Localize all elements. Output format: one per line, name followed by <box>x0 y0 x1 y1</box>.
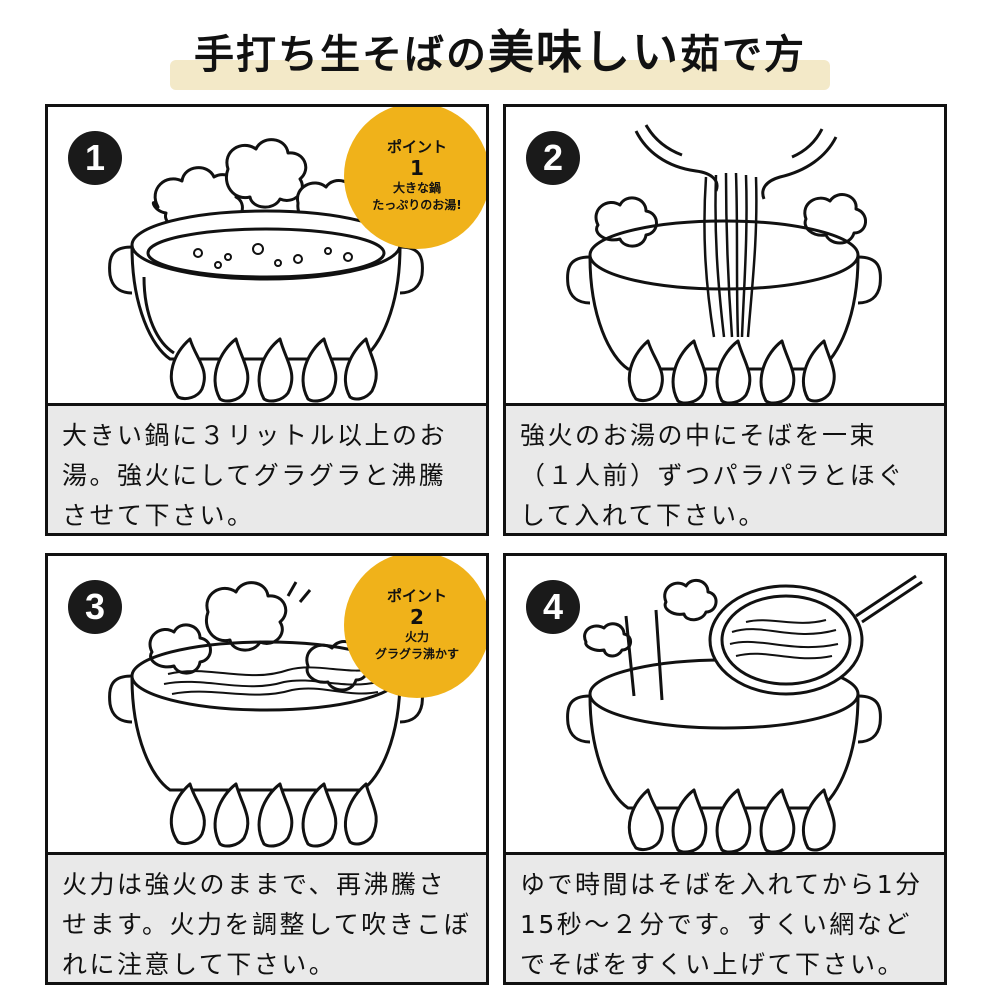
step-caption-box: 大きい鍋に３リットル以上のお湯。強火にしてグラグラと沸騰させて下さい。 <box>48 403 486 533</box>
step-panel-1: 1 ポイント 1 大きな鍋 たっぷりのお湯! 大きい鍋に３リットル以上のお湯。強… <box>45 104 489 536</box>
title-part-2: 美味しい <box>488 25 680 79</box>
point-text-line-1: 大きな鍋 <box>392 181 441 195</box>
strainer-scooping-soba-icon <box>506 556 944 854</box>
point-badge: ポイント 1 大きな鍋 たっぷりのお湯! <box>344 107 486 249</box>
hands-adding-soba-icon <box>506 107 944 405</box>
point-text-line-2: たっぷりのお湯! <box>372 198 462 212</box>
point-label: ポイント <box>386 587 447 605</box>
title-part-3: 茹で方 <box>680 32 806 78</box>
point-label: ポイント <box>386 138 447 156</box>
step-number-badge: 2 <box>526 131 580 185</box>
pot-boiling-water-icon <box>48 107 486 403</box>
step-panel-2: 2 強火のお湯の中にそばを一束（１人前）ずつパラパラとほぐして入れて下さい。 <box>503 104 947 536</box>
soba-boiling-pot-icon <box>48 556 486 852</box>
title-part-1: 手打ち生そばの <box>194 32 488 78</box>
step-caption: ゆで時間はそばを入れてから1分15秒～２分です。すくい網などでそばをすくい上げて… <box>520 870 923 979</box>
point-number: 2 <box>410 605 424 629</box>
step-number-badge: 3 <box>68 580 122 634</box>
step-panel-4: 4 ゆで時間はそばを入れてから1分15秒～２分です。すくい網などでそばをすくい上… <box>503 553 947 985</box>
point-text-line-2: グラグラ沸かす <box>374 647 459 661</box>
step-caption: 強火のお湯の中にそばを一束（１人前）ずつパラパラとほぐして入れて下さい。 <box>520 421 905 530</box>
title-area: 手打ち生そばの美味しい茹で方 <box>0 14 1000 90</box>
point-number: 1 <box>410 156 424 180</box>
step-panel-3: 3 ポイント 2 火力 グラグラ沸かす 火力は強火のままで、再沸騰させます。火力… <box>45 553 489 985</box>
step-caption-box: 強火のお湯の中にそばを一束（１人前）ずつパラパラとほぐして入れて下さい。 <box>506 403 944 533</box>
point-text-line-1: 火力 <box>404 630 429 644</box>
point-badge: ポイント 2 火力 グラグラ沸かす <box>344 556 486 698</box>
page-title: 手打ち生そばの美味しい茹で方 <box>194 16 806 82</box>
step-caption-box: ゆで時間はそばを入れてから1分15秒～２分です。すくい網などでそばをすくい上げて… <box>506 852 944 982</box>
title-highlight <box>170 60 830 90</box>
step-caption: 大きい鍋に３リットル以上のお湯。強火にしてグラグラと沸騰させて下さい。 <box>62 421 448 530</box>
step-number-badge: 4 <box>526 580 580 634</box>
step-number-badge: 1 <box>68 131 122 185</box>
step-caption-box: 火力は強火のままで、再沸騰させます。火力を調整して吹きこぼれに注意して下さい。 <box>48 852 486 982</box>
step-caption: 火力は強火のままで、再沸騰させます。火力を調整して吹きこぼれに注意して下さい。 <box>62 870 472 979</box>
